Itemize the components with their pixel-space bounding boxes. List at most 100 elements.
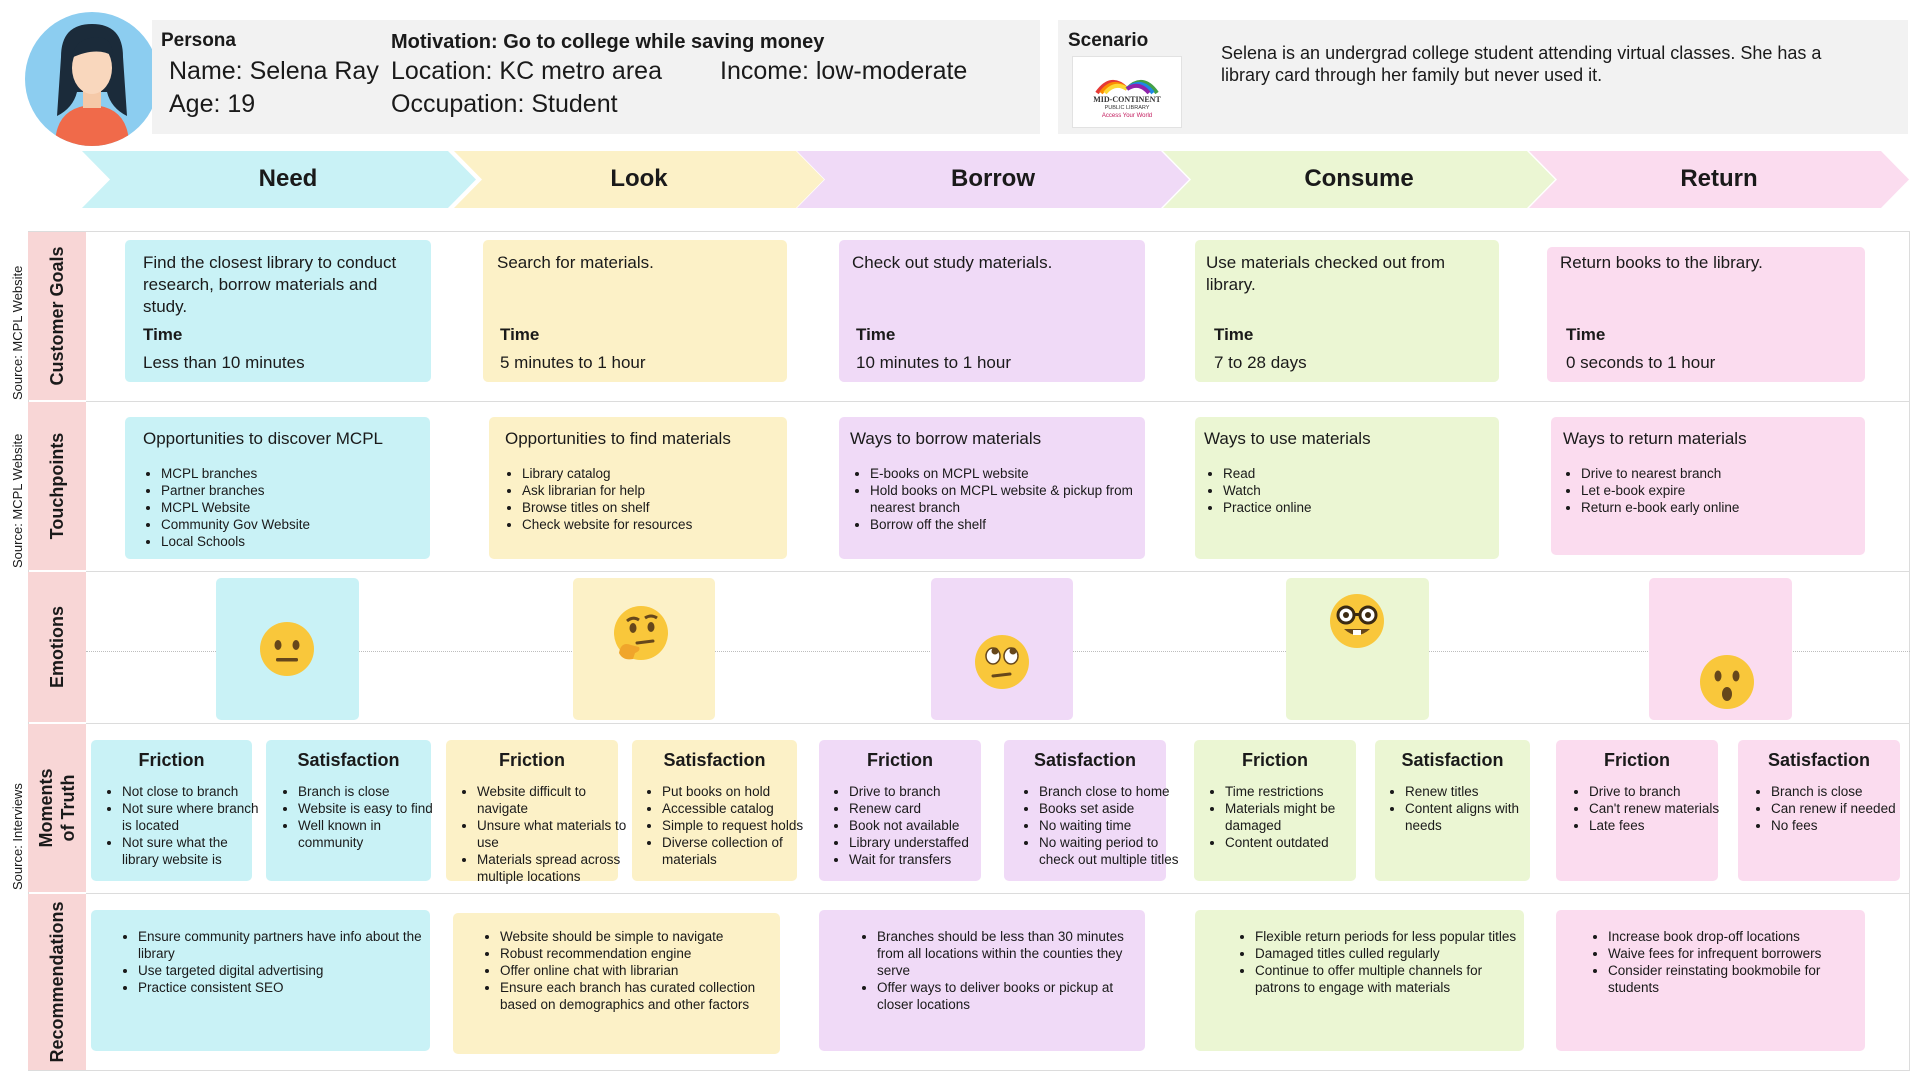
list-item: Website should be simple to navigate [500,928,785,945]
touchpoint-title: Opportunities to find materials [505,429,731,448]
list-item: Drive to nearest branch [1581,465,1866,482]
recommendation-list: Ensure community partners have info abou… [120,928,428,996]
list-item: Borrow off the shelf [870,516,1145,533]
list-item: Let e-book expire [1581,482,1866,499]
list-item: Content aligns with needs [1405,800,1545,834]
list-item: Simple to request holds [662,817,812,834]
scenario-heading: Scenario [1068,30,1149,51]
friction-title: Friction [1604,750,1670,770]
goal-time: Less than 10 minutes [143,353,305,372]
source-touchpoints: Source: MCPL Website [10,433,25,568]
library-logo: MID-CONTINENT PUBLIC LIBRARY Access Your… [1072,56,1182,128]
list-item: Robust recommendation engine [500,945,785,962]
list-item: Drive to branch [849,783,997,800]
list-item: Check website for resources [522,516,792,533]
list-item: Late fees [1589,817,1734,834]
touchpoint-title: Ways to use materials [1204,429,1371,448]
row-label-text: Customer Goals [47,246,67,386]
list-item: Branches should be less than 30 minutes … [877,928,1147,979]
list-item: Ensure community partners have info abou… [138,928,428,962]
emotion-card-borrow [931,578,1073,720]
list-item: Wait for transfers [849,851,997,868]
touchpoint-title: Ways to return materials [1563,429,1747,448]
list-item: Diverse collection of materials [662,834,812,868]
persona-heading: Persona [161,30,236,51]
list-item: Materials might be damaged [1225,800,1371,834]
list-item: Renew titles [1405,783,1545,800]
phase-label: Return [1680,165,1758,192]
recommendation-card-look: Website should be simple to navigate Rob… [453,913,780,1054]
woman-avatar-icon [55,24,129,146]
list-item: Local Schools [161,533,431,550]
goal-text: Find the closest library to conduct rese… [143,253,397,316]
list-item: Browse titles on shelf [522,499,792,516]
row-divider [86,401,1910,402]
surprised-face-icon [1700,655,1754,709]
list-item: Continue to offer multiple channels for … [1255,962,1527,996]
friction-title: Friction [1242,750,1308,770]
phase-label: Need [258,165,318,192]
row-label-line: of Truth [58,774,78,842]
emotion-card-need [216,578,359,720]
list-item: No waiting period to check out multiple … [1039,834,1183,868]
touchpoint-list: Read Watch Practice online [1205,465,1493,516]
satisfaction-title: Satisfaction [663,750,766,770]
phase-label: Borrow [951,165,1035,192]
satisfaction-list: Branch is close Website is easy to find … [280,783,446,851]
friction-list: Website difficult to navigate Unsure wha… [459,783,633,885]
list-item: Branch is close [1771,783,1916,800]
persona-avatar [25,12,159,146]
list-item: Watch [1223,482,1493,499]
satisfaction-title: Satisfaction [1033,750,1137,770]
satisfaction-title: Satisfaction [297,750,400,770]
row-label-goals: Customer Goals [28,232,86,400]
phase-label: Consume [1304,165,1414,192]
list-item: Time restrictions [1225,783,1371,800]
recommendation-card-return: Increase book drop-off locations Waive f… [1556,910,1865,1051]
recommendation-list: Branches should be less than 30 minutes … [859,928,1147,1013]
touchpoint-title: Ways to borrow materials [850,429,1042,448]
recommendation-card-borrow: Branches should be less than 30 minutes … [819,910,1145,1051]
list-item: Hold books on MCPL website & pickup from… [870,482,1145,516]
touchpoint-title: Opportunities to discover MCPL [143,429,383,448]
row-divider [86,893,1910,894]
friction-list: Not close to branch Not sure where branc… [104,783,262,868]
satisfaction-card-need: Satisfaction Branch is close Website is … [266,740,433,881]
emotion-card-return [1649,578,1792,720]
row-label-text: Recommendations [47,901,67,1063]
goal-card-return: Return books to the library. Time 0 seco… [1547,247,1865,382]
satisfaction-card-return: Satisfaction Branch is close Can renew i… [1738,740,1900,881]
neutral-face-icon [260,622,314,676]
phase-need: Need [82,151,476,208]
satisfaction-card-consume: Satisfaction Renew titles Content aligns… [1375,740,1530,881]
list-item: E-books on MCPL website [870,465,1145,482]
list-item: Website is easy to find [298,800,446,817]
friction-title: Friction [867,750,933,770]
list-item: Read [1223,465,1493,482]
list-item: MCPL branches [161,465,431,482]
friction-title: Friction [499,750,565,770]
row-label-recommendations: Recommendations [28,894,86,1070]
list-item: Offer ways to deliver books or pickup at… [877,979,1147,1013]
satisfaction-title: Satisfaction [1401,750,1504,770]
list-item: Put books on hold [662,783,812,800]
goal-time-label: Time [1214,325,1254,344]
touchpoint-card-borrow: Ways to borrow materials E-books on MCPL… [839,417,1145,559]
goal-text: Use materials checked out from library. [1206,253,1446,294]
source-goals: Source: MCPL Website [10,265,25,400]
friction-list: Drive to branch Can't renew materials La… [1571,783,1734,834]
nerd-face-icon [1330,594,1384,648]
list-item: Consider reinstating bookmobile for stud… [1608,962,1870,996]
list-item: Website difficult to navigate [477,783,633,817]
phase-return: Return [1529,151,1909,208]
recommendation-card-need: Ensure community partners have info abou… [91,910,430,1051]
emotion-card-look [573,578,715,720]
book-logo-icon [1095,80,1159,95]
logo-name: MID-CONTINENT [1093,95,1161,104]
list-item: No fees [1771,817,1916,834]
satisfaction-list: Branch is close Can renew if needed No f… [1753,783,1916,834]
list-item: Branch is close [298,783,446,800]
list-item: Increase book drop-off locations [1608,928,1870,945]
